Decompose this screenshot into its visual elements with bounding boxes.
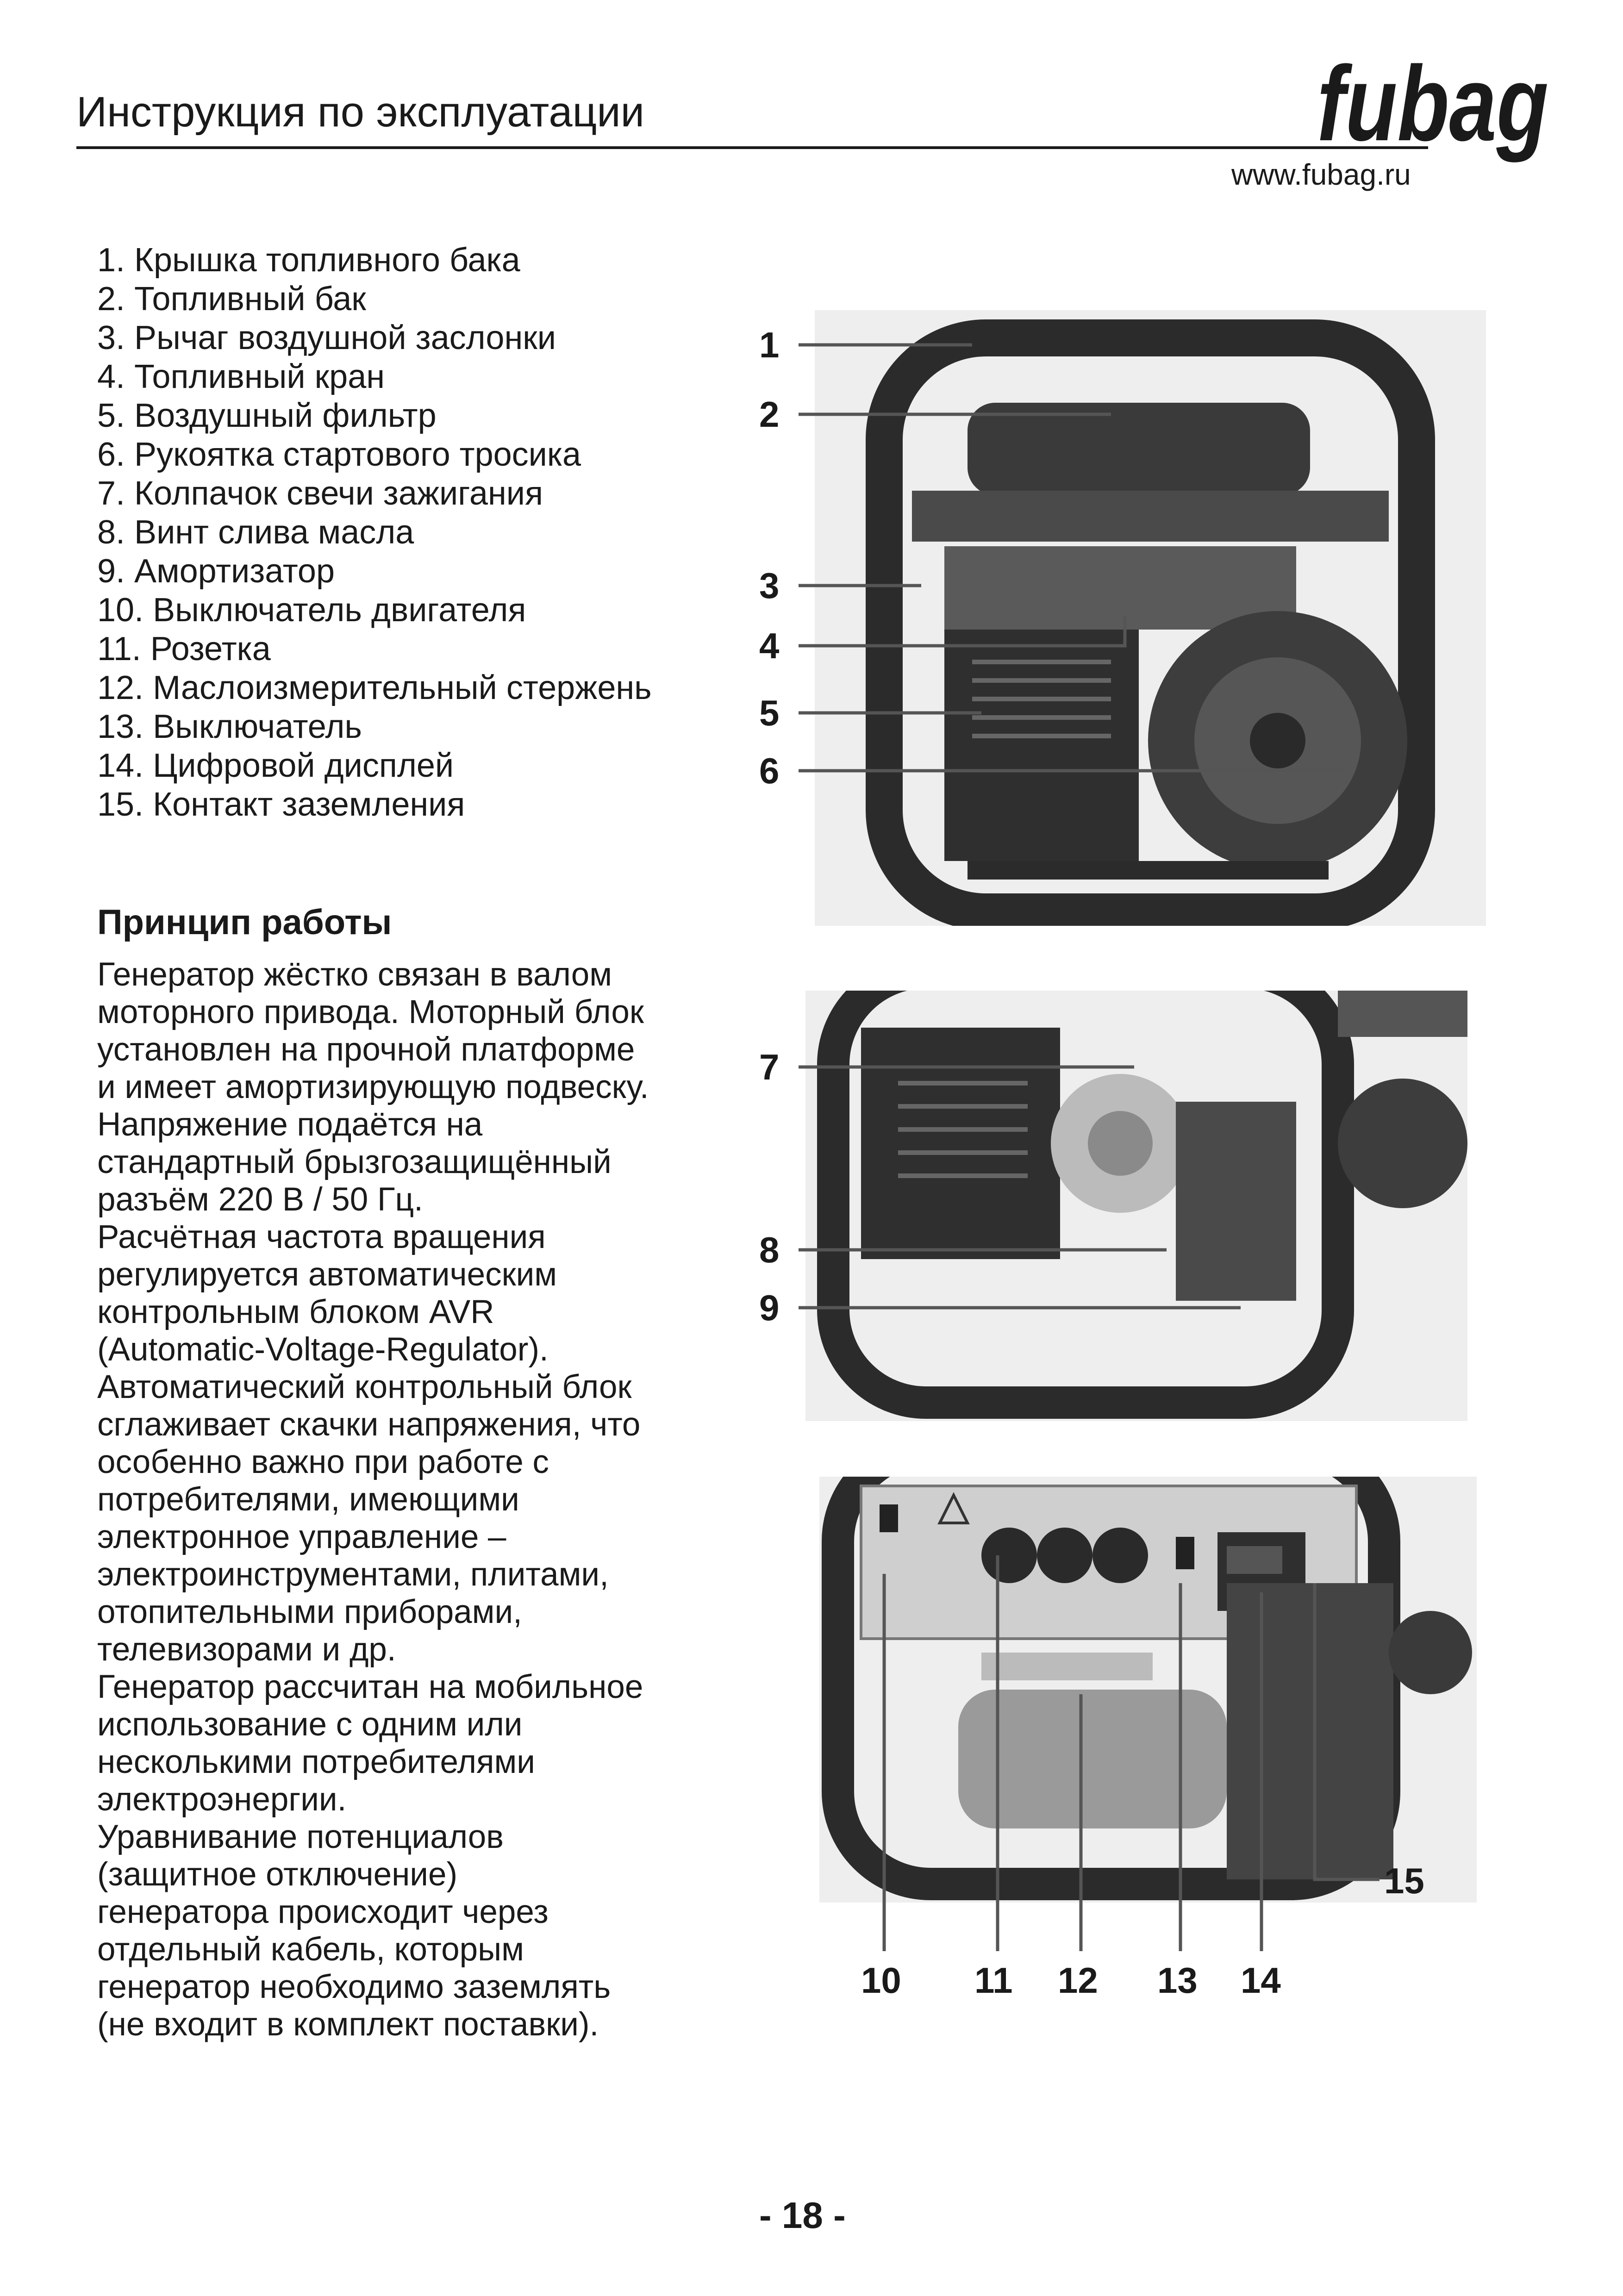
fubag-logo: fubag <box>1317 44 1548 163</box>
callout-14: 14 <box>1241 1960 1281 2001</box>
body-line: регулируется автоматическим <box>97 1256 557 1293</box>
list-item: 6. Рукоятка стартового тросика <box>97 436 581 473</box>
body-line: несколькими потребителями <box>97 1744 535 1780</box>
website-url[interactable]: www.fubag.ru <box>1231 158 1411 191</box>
control-panel-photo <box>819 1477 1477 1903</box>
body-line: (не входит в комплект поставки). <box>97 2006 599 2043</box>
body-line: электроэнергии. <box>97 1781 347 1818</box>
body-line: разъём 220 В / 50 Гц. <box>97 1181 423 1218</box>
list-item: 3. Рычаг воздушной заслонки <box>97 319 556 356</box>
body-line: (защитное отключение) <box>97 1856 458 1893</box>
logo-wordmark: fubag <box>1317 44 1548 163</box>
body-line: сглаживает скачки напряжения, что <box>97 1406 641 1443</box>
body-line: стандартный брызгозащищённый <box>97 1144 612 1180</box>
callout-11: 11 <box>974 1960 1012 2001</box>
callout-13: 13 <box>1157 1960 1198 2001</box>
body-line: использование с одним или <box>97 1706 523 1743</box>
list-item: 14. Цифровой дисплей <box>97 747 454 784</box>
parts-list: 1. Крышка топливного бака 2. Топливный б… <box>97 241 652 824</box>
list-item: 11. Розетка <box>97 630 271 668</box>
list-item: 12. Маслоизмерительный стержень <box>97 669 652 706</box>
list-item: 9. Амортизатор <box>97 553 335 590</box>
callout-7: 7 <box>759 1047 779 1087</box>
callout-10: 10 <box>861 1960 901 2001</box>
body-line: контрольным блоком AVR <box>97 1294 494 1330</box>
callout-4: 4 <box>759 625 779 666</box>
list-item: 4. Топливный кран <box>97 358 385 395</box>
body-line: отопительными приборами, <box>97 1594 522 1630</box>
callout-12: 12 <box>1058 1960 1098 2001</box>
callout-6: 6 <box>759 750 779 791</box>
list-item: 15. Контакт заземления <box>97 786 465 823</box>
body-line: отдельный кабель, которым <box>97 1931 524 1968</box>
body-line: генератора происходит через <box>97 1894 549 1930</box>
body-line: потребителями, имеющими <box>97 1481 519 1518</box>
body-line: установлен на прочной платформе <box>97 1031 635 1068</box>
principle-body: Генератор жёстко связан в валом моторног… <box>97 956 649 2043</box>
callout-2: 2 <box>759 394 779 435</box>
callout-5: 5 <box>759 693 779 733</box>
body-line: и имеет амортизирующую подвеску. <box>97 1069 649 1105</box>
body-line: электронное управление – <box>97 1519 506 1555</box>
list-item: 2. Топливный бак <box>97 281 366 318</box>
body-line: особенно важно при работе с <box>97 1444 549 1480</box>
body-line: Напряжение подаётся на <box>97 1106 483 1143</box>
list-item: 1. Крышка топливного бака <box>97 242 520 279</box>
generator-front-photo <box>815 310 1486 926</box>
body-line: (Automatic-Voltage-Regulator). <box>97 1331 549 1368</box>
body-line: Уравнивание потенциалов <box>97 1819 504 1855</box>
callout-3: 3 <box>759 565 779 606</box>
list-item: 10. Выключатель двигателя <box>97 592 526 629</box>
callout-9: 9 <box>759 1287 779 1328</box>
body-line: Расчётная частота вращения <box>97 1219 546 1255</box>
page-number: - 18 - <box>759 2195 846 2236</box>
callout-1: 1 <box>759 324 779 365</box>
header-divider <box>76 146 1428 149</box>
callout-8: 8 <box>759 1229 779 1270</box>
body-line: Генератор рассчитан на мобильное <box>97 1669 643 1705</box>
body-line: Автоматический контрольный блок <box>97 1369 632 1405</box>
body-line: моторного привода. Моторный блок <box>97 994 644 1030</box>
section-heading: Принцип работы <box>97 903 392 942</box>
list-item: 13. Выключатель <box>97 708 362 745</box>
body-line: электроинструментами, плитами, <box>97 1556 609 1593</box>
list-item: 5. Воздушный фильтр <box>97 397 437 434</box>
body-line: генератор необходимо заземлять <box>97 1969 611 2005</box>
list-item: 8. Винт слива масла <box>97 514 414 551</box>
body-line: Генератор жёстко связан в валом <box>97 956 612 993</box>
document-title: Инструкция по эксплуатации <box>76 88 645 136</box>
body-line: телевизорами и др. <box>97 1631 396 1668</box>
generator-side-photo <box>805 991 1467 1421</box>
list-item: 7. Колпачок свечи зажигания <box>97 475 543 512</box>
